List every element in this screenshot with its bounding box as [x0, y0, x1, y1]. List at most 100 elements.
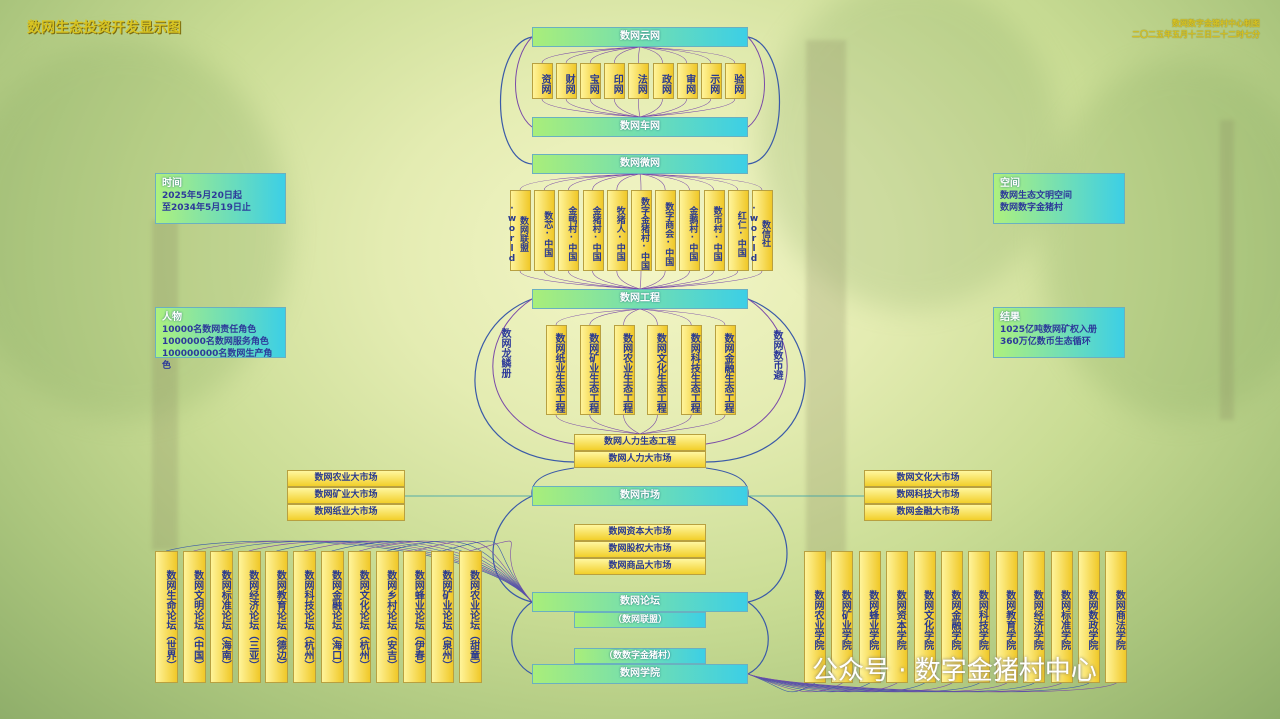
- engineering-bar: 数网工程: [532, 289, 748, 309]
- forum-cell: 数网标准论坛（海南）: [210, 551, 234, 683]
- cloud-net-cell: 宝网: [580, 63, 602, 99]
- connector-line: [639, 46, 687, 64]
- connector-line: [614, 46, 641, 64]
- cloud-net-bar: 数网云网: [532, 27, 748, 47]
- people-panel-title: 人物: [162, 312, 182, 323]
- connector-line: [589, 98, 641, 118]
- micro-net-cell: 数字金猪村·中国: [631, 190, 652, 271]
- cloud-net-cell: 审网: [676, 63, 698, 99]
- connector-line: [193, 540, 533, 603]
- page-title: 数网生态投资开发显示图: [27, 20, 181, 36]
- human-eco-bar: 数网人力生态工程: [574, 434, 706, 451]
- forum-cell: 数网文化论坛（杭州）: [348, 551, 372, 683]
- academy-cell: 数网标准学院: [1050, 551, 1073, 683]
- connector-line: [565, 98, 641, 118]
- connector-line: [639, 414, 658, 435]
- time-line: 2025年5月20日起: [162, 191, 242, 201]
- result-panel-title: 结果: [1000, 312, 1020, 323]
- academy-cell: 数网商法学院: [1105, 551, 1128, 683]
- people-line: 10000名数网责任角色: [162, 325, 257, 335]
- forum-cell: 数网科技论坛（杭州）: [293, 551, 316, 683]
- academy-bar: 数网学院: [532, 664, 748, 684]
- connector-line: [639, 270, 690, 290]
- connector-line: [276, 540, 533, 603]
- engineering-cell: 数网矿业生态工程: [579, 325, 601, 415]
- connector-line: [221, 540, 533, 603]
- micro-net-cell: 数币村·中国: [703, 190, 725, 271]
- micro-net-cell: 金鹅村·中国: [679, 190, 701, 271]
- forum-cell: 数网乡村论坛（安吉）: [375, 551, 399, 683]
- background-trunk: [806, 40, 846, 560]
- connector-line: [616, 270, 641, 290]
- market-center-item: 数网商品大市场: [574, 558, 706, 575]
- connector-line: [747, 673, 1117, 693]
- connector-line: [639, 270, 666, 290]
- connector-line: [474, 298, 575, 463]
- connector-line: [639, 414, 692, 435]
- connector-line: [589, 308, 641, 326]
- space-line: 数网数字金猪村: [1000, 203, 1064, 213]
- connector-line: [592, 270, 641, 290]
- academy-cell: 数网矿业学院: [831, 551, 854, 683]
- result-line: 360万亿数币生态循环: [1000, 337, 1091, 347]
- connector-line: [639, 98, 736, 118]
- space-line: 数网生态文明空间: [1000, 191, 1073, 201]
- connector-line: [623, 414, 641, 435]
- connector-line: [386, 540, 533, 603]
- connector-line: [492, 298, 575, 445]
- cloud-net-cell: 政网: [652, 63, 674, 99]
- connector-line: [500, 36, 533, 165]
- background-trunk: [152, 220, 178, 550]
- connector-line: [639, 46, 736, 64]
- connector-line: [639, 270, 714, 290]
- result-line: 1025亿吨数网矿权入册: [1000, 325, 1098, 335]
- connector-line: [747, 495, 788, 603]
- connector-line: [555, 414, 641, 435]
- engineering-cell: 数网文化生态工程: [647, 325, 669, 415]
- connector-line: [639, 173, 642, 191]
- result-panel: 结果 1025亿吨数网矿权入册 360万亿数币生态循环: [993, 307, 1125, 358]
- forum-cell: 数网生命论坛（世界）: [155, 551, 178, 683]
- connector-line: [614, 98, 641, 118]
- forum-cell: 数网经济论坛（三亚）: [237, 551, 261, 683]
- micro-net-bar: 数网微网: [532, 154, 748, 174]
- time-panel: 时间 2025年5月20日起 至2034年5月19日止: [155, 173, 286, 224]
- micro-net-cell: 数芯·中国: [534, 190, 556, 271]
- market-right-item: 数网金融大市场: [864, 504, 992, 521]
- connector-line: [705, 298, 806, 463]
- connector-line: [543, 270, 641, 290]
- connector-line: [623, 308, 641, 326]
- engineering-cell: 数网纸业生态工程: [546, 325, 567, 415]
- connector-line: [565, 46, 641, 64]
- connector-line: [519, 270, 641, 290]
- connector-line: [639, 98, 687, 118]
- connector-line: [639, 308, 692, 326]
- connector-line: [639, 270, 739, 290]
- car-net-bar: 数网车网: [532, 117, 748, 137]
- connector-line: [541, 98, 641, 118]
- people-line: 100000000名数网生产角色: [162, 349, 273, 371]
- academy-sub-bar: （数数字金猪村）: [574, 648, 706, 664]
- forum-cell: 数网矿业论坛（泉州）: [431, 551, 454, 683]
- market-left-item: 数网纸业大市场: [287, 504, 405, 521]
- academy-cell: 数网数政学院: [1078, 551, 1100, 683]
- forum-cell: 数网农业论坛（甜童）: [458, 551, 482, 683]
- connector-line: [515, 36, 533, 128]
- connector-line: [589, 414, 641, 435]
- cloud-net-cell: 示网: [700, 63, 722, 99]
- dragon-scale-label: 数网龙鳞册: [499, 328, 510, 378]
- connector-line: [616, 173, 641, 191]
- connector-line: [747, 36, 780, 165]
- micro-net-cell: 数字商会·中国: [655, 190, 677, 271]
- space-panel-title: 空间: [1000, 178, 1020, 189]
- academy-cell: 数网金融学院: [941, 551, 963, 683]
- connector-line: [165, 540, 533, 603]
- connector-line: [519, 173, 641, 191]
- time-line: 至2034年5月19日止: [162, 203, 251, 213]
- engineering-cell: 数网科技生态工程: [681, 325, 703, 415]
- connector-line: [541, 46, 641, 64]
- forum-bar: 数网论坛: [532, 592, 748, 612]
- market-left-item: 数网农业大市场: [287, 470, 405, 487]
- connector-line: [639, 414, 726, 435]
